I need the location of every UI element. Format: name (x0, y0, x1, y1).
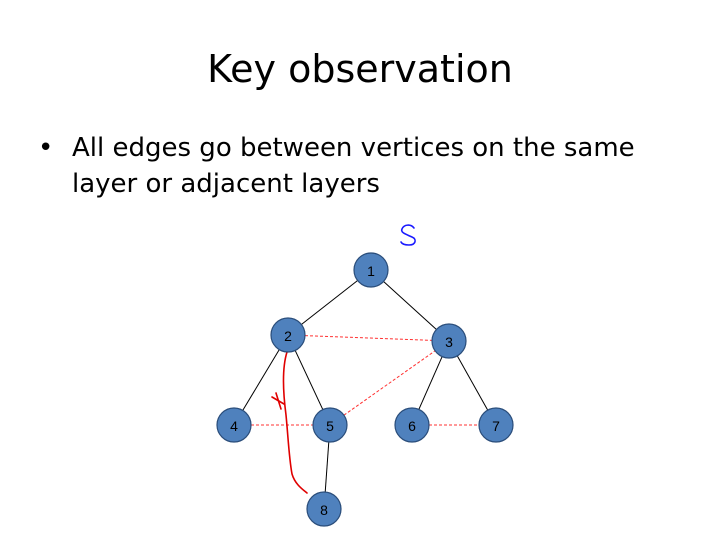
node-circle (353, 252, 389, 288)
graph-node-8: 8 (306, 491, 342, 527)
graph-node-4: 4 (216, 407, 252, 443)
tree-edge-5-8 (324, 441, 330, 493)
node-label: 1 (367, 263, 375, 279)
tree-edges (242, 280, 489, 493)
node-circle (394, 407, 430, 443)
graph-node-5: 5 (312, 407, 348, 443)
cross-edges (251, 335, 479, 426)
nodes: 1 2 3 4 5 6 7 8 (216, 252, 514, 527)
tree-edge-2-5 (294, 350, 324, 410)
cross-edge-2-3 (304, 335, 433, 341)
red-x-mark (271, 392, 285, 410)
node-circle (431, 323, 467, 359)
tree-edge-1-3 (383, 281, 437, 330)
node-circle (306, 491, 342, 527)
node-label: 6 (408, 418, 416, 434)
bullet-list: • All edges go between vertices on the s… (38, 130, 678, 202)
bullet-text: All edges go between vertices on the sam… (72, 133, 635, 199)
node-circle (270, 317, 306, 353)
graph-node-7: 7 (478, 407, 514, 443)
node-label: 2 (284, 328, 292, 344)
hand-drawn-red-curve (282, 351, 308, 494)
node-circle (478, 407, 514, 443)
tree-edge-3-6 (418, 356, 443, 410)
node-label: 7 (492, 418, 500, 434)
cross-edge-5-3 (343, 350, 436, 416)
bullet-dot-icon: • (38, 133, 54, 163)
source-s-mark-icon (400, 224, 416, 246)
node-label: 3 (445, 334, 453, 350)
bullet-item: • All edges go between vertices on the s… (38, 130, 678, 202)
node-circle (216, 407, 252, 443)
tree-edge-3-7 (456, 355, 489, 411)
node-label: 4 (230, 418, 238, 434)
slide-title: Key observation (207, 47, 513, 91)
graph-node-3: 3 (431, 323, 467, 359)
tree-edge-1-2 (301, 280, 358, 325)
node-label: 8 (320, 502, 328, 518)
tree-edge-2-4 (242, 349, 280, 411)
node-circle (312, 407, 348, 443)
graph-node-1: 1 (353, 252, 389, 288)
graph-node-2: 2 (270, 317, 306, 353)
node-label: 5 (326, 418, 334, 434)
graph-node-6: 6 (394, 407, 430, 443)
